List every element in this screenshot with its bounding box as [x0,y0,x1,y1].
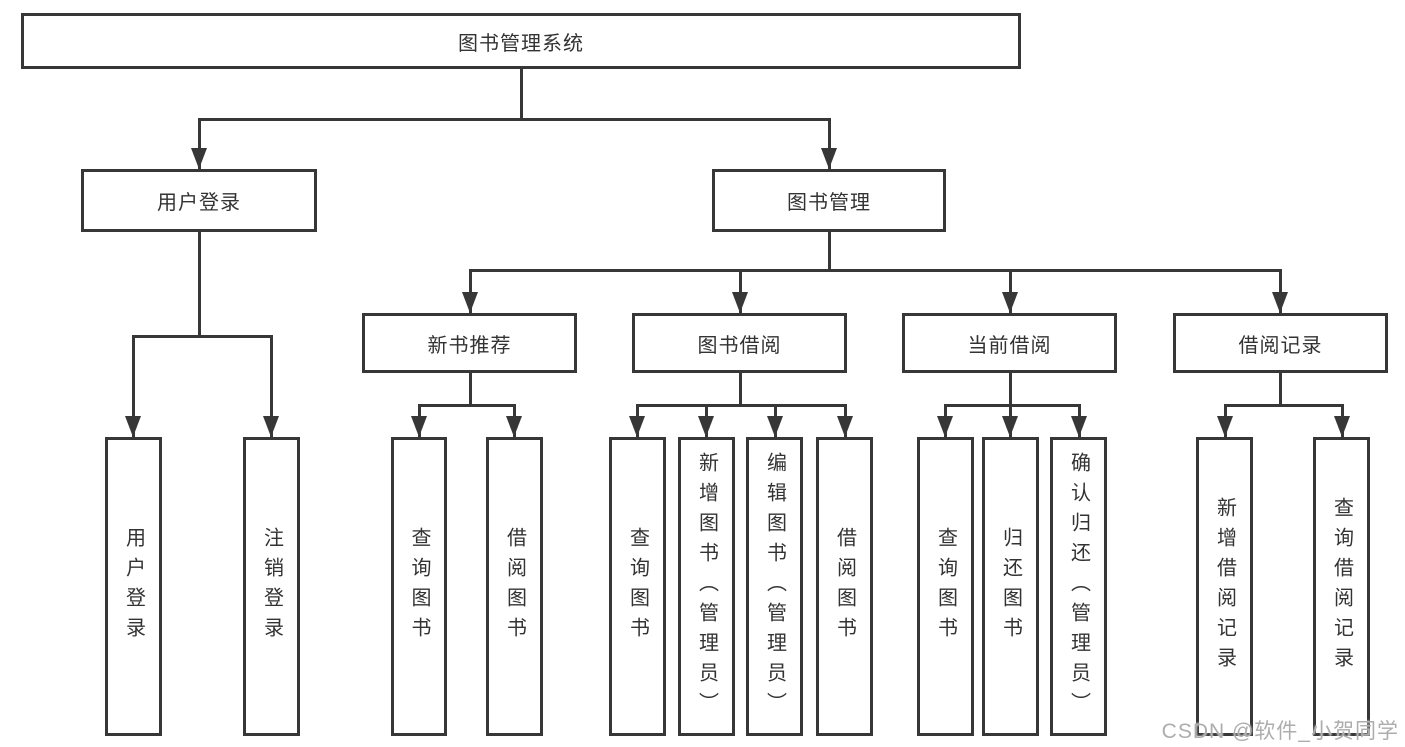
arrow-down-icon [732,292,748,313]
node-label: 查询借阅记录 [1330,496,1353,677]
watermark: CSDN @软件_小贺同学 [1161,720,1399,743]
connector-arrow-stem [1008,269,1012,313]
connector-rail [1223,404,1344,407]
node-book-management: 图书管理 [712,169,946,232]
arrow-down-icon [1272,292,1288,313]
connector-rail [197,118,831,121]
arrow-down-icon [191,148,207,169]
arrow-down-icon [821,148,837,169]
arrow-down-icon [837,416,853,437]
arrow-down-icon [1217,416,1233,437]
connector-rail [468,269,1282,272]
connector-stem [827,232,831,272]
node-leaf-query-borrow-record: 查询借阅记录 [1313,437,1370,736]
connector-stem [519,69,523,121]
node-label: 图书管理系统 [458,32,584,55]
arrow-down-icon [1002,292,1018,313]
connector-stem [1008,373,1012,407]
node-label: 注销登录 [260,526,283,647]
node-new-book-recommendation: 新书推荐 [362,313,577,373]
connector-stem [468,373,472,407]
arrow-down-icon [629,416,645,437]
node-label: 确认归还（管理员） [1067,451,1090,722]
node-leaf-borrow-books: 借阅图书 [816,437,873,736]
node-leaf-query-books-recommend: 查询图书 [391,437,447,736]
arrow-down-icon [1334,416,1350,437]
node-leaf-confirm-return-admin: 确认归还（管理员） [1050,437,1107,736]
node-label: 用户登录 [157,192,241,214]
node-label: 查询图书 [408,526,430,647]
node-leaf-user-login: 用户登录 [105,437,162,736]
node-leaf-query-books-current: 查询图书 [917,437,974,736]
connector-rail [943,404,1081,407]
node-leaf-query-books-borrowing: 查询图书 [609,437,666,736]
arrow-down-icon [506,416,522,437]
connector-rail [131,335,273,338]
node-label: 查询图书 [934,526,957,647]
connector-stem [738,373,742,407]
connector-stem [197,232,201,338]
connector-arrow-stem [269,335,273,437]
arrow-down-icon [125,416,141,437]
connector-arrow-stem [468,269,472,313]
arrow-down-icon [462,292,478,313]
arrow-down-icon [411,416,427,437]
arrow-down-icon [1002,416,1018,437]
node-label: 用户登录 [122,526,145,647]
connector-arrow-stem [131,335,135,437]
node-user-login: 用户登录 [81,169,317,232]
node-label: 借阅图书 [833,526,856,647]
node-label: 借阅记录 [1238,334,1323,357]
node-label: 借阅图书 [503,526,526,647]
node-leaf-add-books-admin: 新增图书（管理员） [678,437,735,736]
connector-stem [1278,373,1282,407]
node-label: 图书借阅 [697,334,782,357]
node-book-borrowing: 图书借阅 [632,313,847,373]
node-leaf-add-borrow-record: 新增借阅记录 [1196,437,1253,736]
node-leaf-return-books: 归还图书 [982,437,1039,736]
node-label: 查询图书 [626,526,649,647]
node-label: 新增图书（管理员） [695,451,718,722]
node-label: 当前借阅 [967,334,1052,357]
connector-arrow-stem [738,269,742,313]
node-borrowing-records: 借阅记录 [1173,313,1388,373]
node-label: 新增借阅记录 [1213,496,1236,677]
connector-rail [417,404,516,407]
node-label: 归还图书 [999,526,1022,647]
connector-arrow-stem [827,118,831,169]
node-library-management-system: 图书管理系统 [21,13,1021,69]
node-leaf-logout: 注销登录 [243,437,300,736]
node-current-borrowing: 当前借阅 [902,313,1117,373]
node-label: 编辑图书（管理员） [763,451,786,722]
node-leaf-borrow-books-recommend: 借阅图书 [486,437,543,736]
connector-arrow-stem [197,118,201,169]
connector-rail [635,404,847,407]
arrow-down-icon [698,416,714,437]
arrow-down-icon [767,416,783,437]
node-leaf-edit-books-admin: 编辑图书（管理员） [746,437,803,736]
connector-arrow-stem [1278,269,1282,313]
node-label: 新书推荐 [427,334,512,357]
node-label: 图书管理 [787,192,871,214]
arrow-down-icon [263,416,279,437]
arrow-down-icon [1071,416,1087,437]
arrow-down-icon [937,416,953,437]
